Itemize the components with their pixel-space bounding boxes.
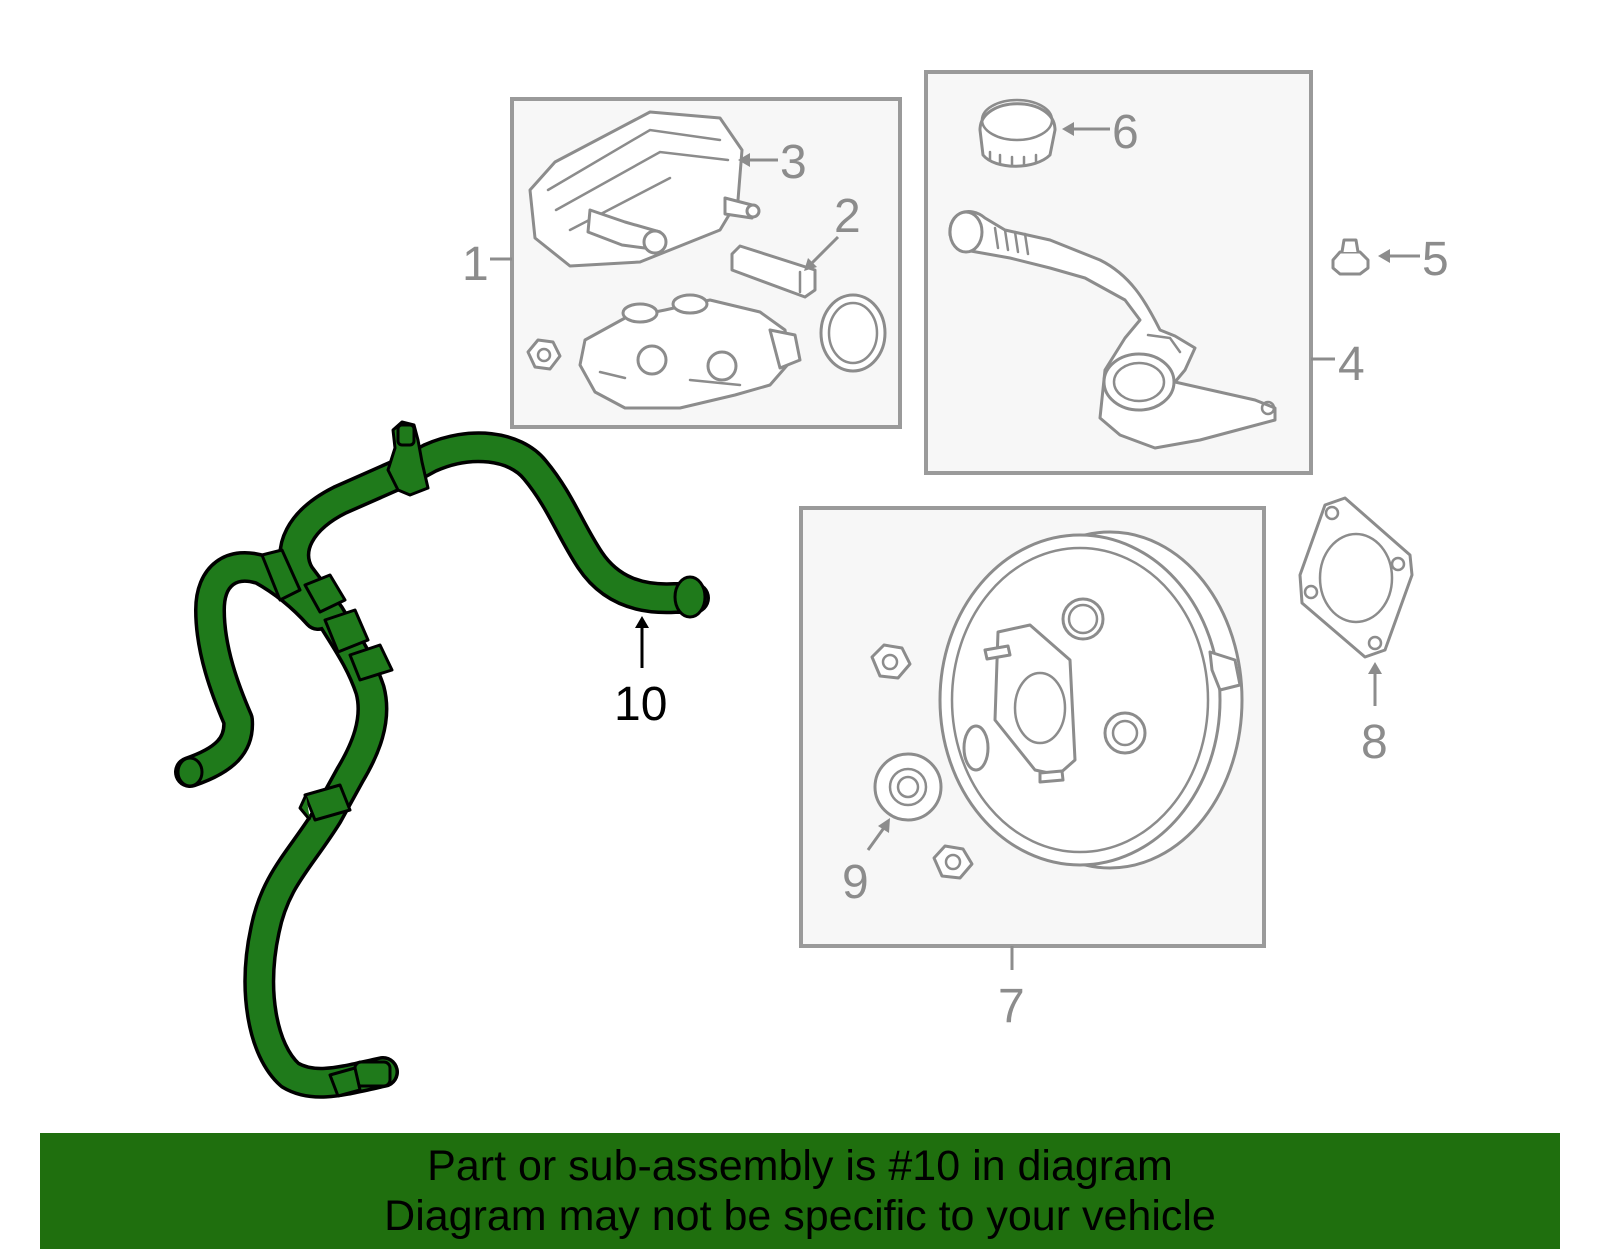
callout-4: 4 xyxy=(1338,338,1365,391)
banner-line-1: Part or sub-assembly is #10 in diagram xyxy=(427,1142,1173,1190)
reservoir-part xyxy=(528,110,761,268)
master-cylinder-group: 1 3 2 xyxy=(462,97,902,429)
washer-part xyxy=(873,752,943,822)
nut-part-5 xyxy=(1331,238,1370,276)
sensor-part xyxy=(730,244,817,299)
filler-neck-part xyxy=(948,210,1277,450)
filler-neck-group: 6 5 4 xyxy=(924,70,1449,475)
callout-9: 9 xyxy=(842,856,869,909)
callout-3: 3 xyxy=(780,136,807,189)
callout-5: 5 xyxy=(1422,233,1449,286)
callout-2: 2 xyxy=(834,190,861,243)
seal-ring xyxy=(819,293,887,373)
callout-1: 1 xyxy=(462,238,489,291)
brake-booster-group: 7 9 xyxy=(799,506,1266,1033)
callout-6: 6 xyxy=(1112,106,1139,159)
booster-nut-upper xyxy=(870,643,912,680)
callout-7: 7 xyxy=(998,980,1025,1033)
vacuum-hose-part-10[interactable]: 10 xyxy=(174,420,710,1099)
booster-part xyxy=(938,530,1244,870)
reservoir-cap xyxy=(978,98,1057,168)
booster-nut-lower xyxy=(932,844,974,880)
gasket-group: 8 xyxy=(1298,496,1414,769)
banner-line-2: Diagram may not be specific to your vehi… xyxy=(384,1192,1216,1240)
master-cylinder-nut xyxy=(526,338,562,371)
master-cylinder-body xyxy=(578,293,802,410)
info-banner: Part or sub-assembly is #10 in diagram D… xyxy=(40,1133,1560,1249)
callout-8: 8 xyxy=(1361,716,1388,769)
callout-10: 10 xyxy=(614,678,667,731)
gasket-part xyxy=(1298,496,1414,659)
